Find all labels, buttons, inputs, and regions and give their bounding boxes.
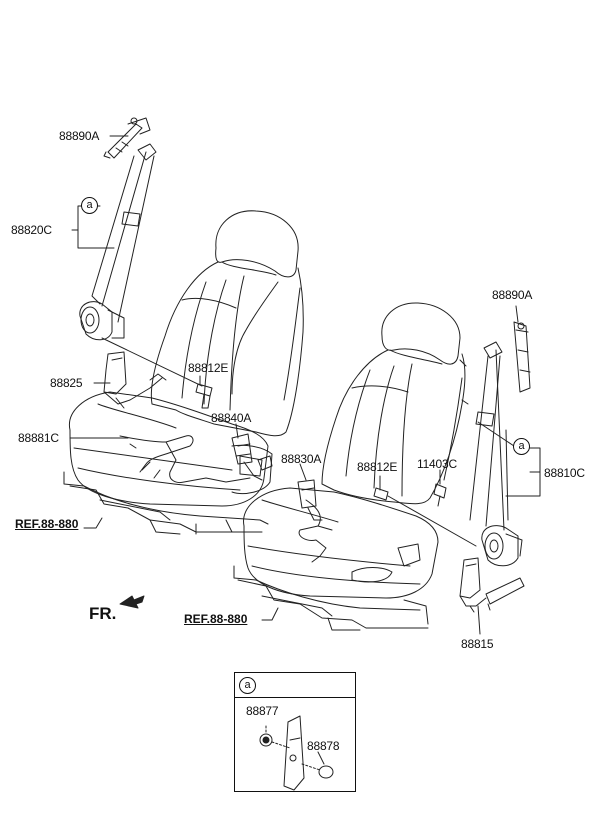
ref-right: REF.88-880 bbox=[184, 612, 248, 626]
label-88830A: 88830A bbox=[281, 452, 322, 466]
left-seat bbox=[63, 210, 304, 535]
label-88877: 88877 bbox=[246, 704, 279, 718]
right-seat bbox=[233, 302, 469, 631]
label-88812E-left: 88812E bbox=[188, 361, 229, 375]
label-88812E-right: 88812E bbox=[357, 460, 398, 474]
callout-a-right: a bbox=[513, 438, 530, 455]
label-88840A: 88840A bbox=[211, 411, 252, 425]
right-retractor bbox=[481, 525, 519, 567]
label-88881C: 88881C bbox=[18, 431, 59, 445]
ref-left: REF.88-880 bbox=[15, 517, 79, 531]
right-buckle bbox=[459, 557, 481, 599]
right-webbing bbox=[469, 355, 501, 527]
inset-parts bbox=[259, 715, 334, 791]
label-88815: 88815 bbox=[461, 637, 494, 651]
callout-a-inset: a bbox=[239, 677, 256, 694]
left-wiring bbox=[119, 435, 251, 483]
label-88825: 88825 bbox=[50, 376, 83, 390]
right-rails bbox=[233, 565, 421, 611]
inset-header: a bbox=[235, 673, 355, 698]
right-belt bbox=[297, 321, 531, 613]
left-cushion bbox=[68, 391, 269, 507]
label-11403C: 11403C bbox=[417, 457, 457, 471]
label-88890A-right: 88890A bbox=[492, 288, 533, 302]
label-88820C: 88820C bbox=[11, 223, 52, 237]
left-rails bbox=[63, 471, 269, 525]
right-backrest bbox=[321, 349, 466, 505]
inset-detail-a: a bbox=[234, 672, 356, 792]
left-retractor bbox=[79, 301, 113, 341]
label-88890A-left: 88890A bbox=[59, 129, 100, 143]
left-headrest bbox=[215, 210, 299, 278]
right-headrest bbox=[381, 302, 461, 365]
callout-a-left: a bbox=[81, 197, 98, 214]
left-belt bbox=[79, 117, 273, 481]
left-buckle bbox=[103, 351, 127, 395]
label-88878: 88878 bbox=[307, 739, 340, 753]
right-cushion bbox=[243, 487, 439, 599]
fr-arrow bbox=[119, 595, 145, 609]
left-backrest bbox=[150, 261, 304, 437]
left-webbing bbox=[101, 151, 155, 323]
fr-direction: FR. bbox=[89, 604, 117, 623]
label-88810C: 88810C bbox=[544, 466, 585, 480]
left-pretensioner bbox=[231, 433, 253, 465]
leader-lines bbox=[69, 135, 541, 635]
right-wiring bbox=[298, 499, 333, 563]
